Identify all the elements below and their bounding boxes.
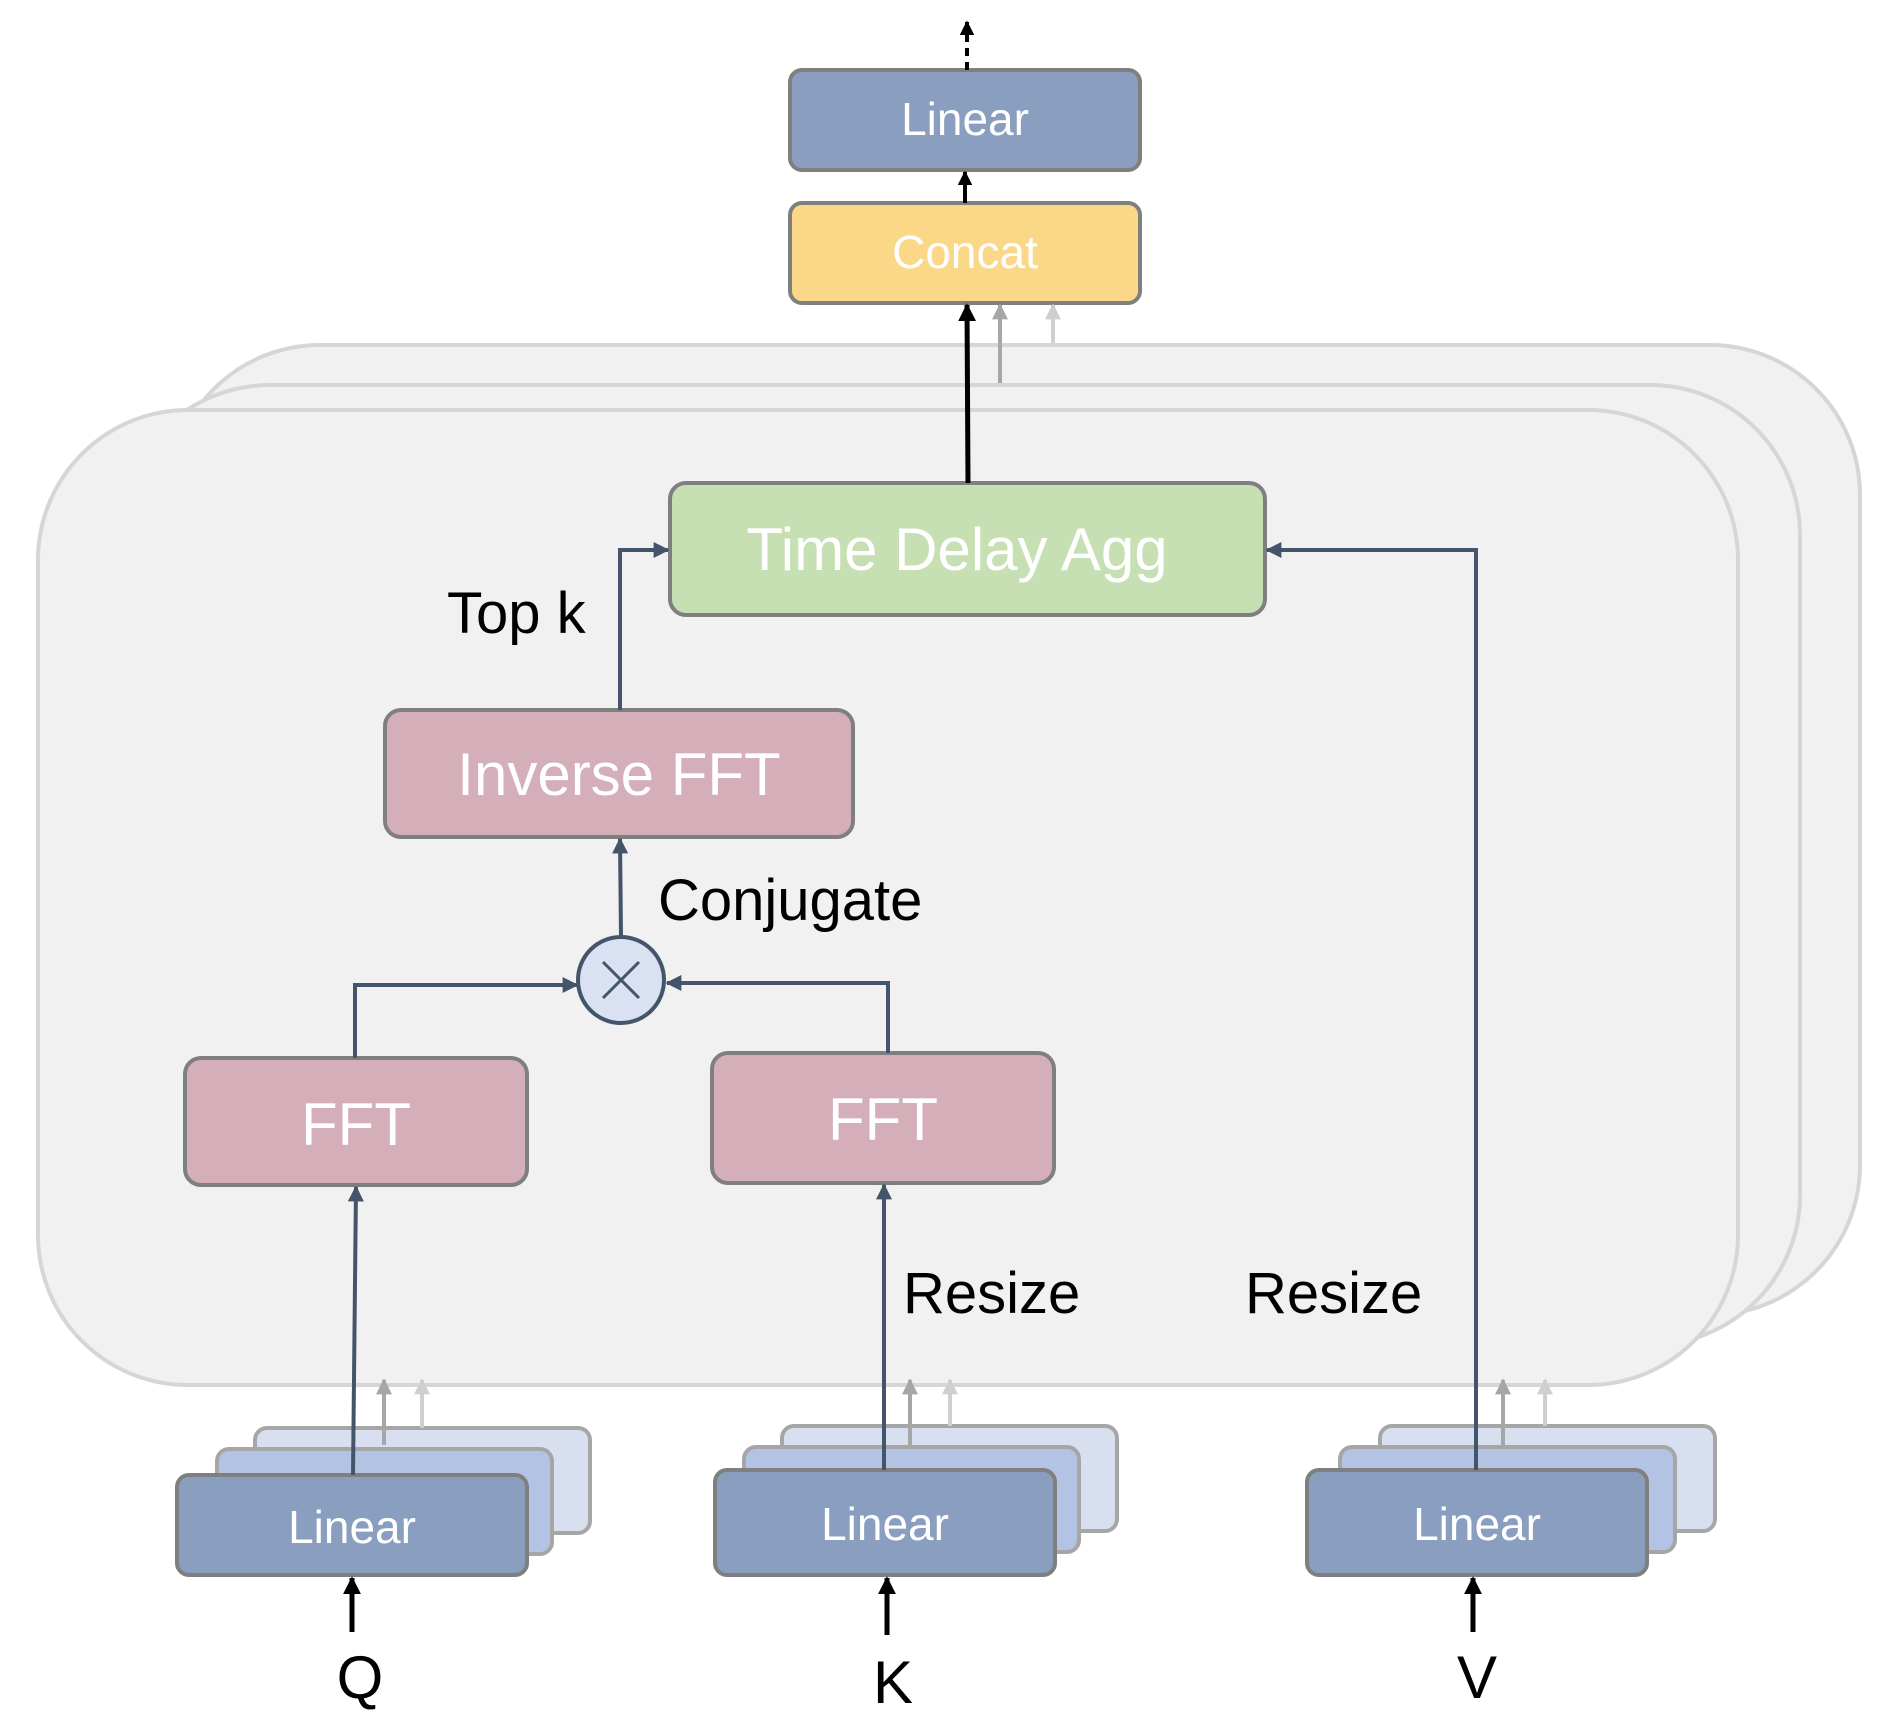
top-k-label: Top k bbox=[447, 581, 587, 646]
resize-k-label: Resize bbox=[903, 1261, 1080, 1326]
fft-k-block: FFT bbox=[710, 1051, 1056, 1185]
input-q-label: Q bbox=[337, 1644, 384, 1711]
output-linear-label: Linear bbox=[901, 93, 1029, 145]
linear-k-stack: Linear bbox=[713, 1424, 1119, 1577]
arrow-time-delay-agg-to-concat bbox=[958, 303, 977, 484]
inverse-fft-label: Inverse FFT bbox=[457, 741, 780, 808]
time-delay-agg-block: Time Delay Agg bbox=[668, 481, 1267, 617]
linear-v-label: Linear bbox=[1413, 1498, 1541, 1550]
fft-k-label: FFT bbox=[828, 1086, 938, 1153]
input-v-label: V bbox=[1457, 1644, 1497, 1711]
fft-q-label: FFT bbox=[301, 1091, 411, 1158]
time-delay-agg-label: Time Delay Agg bbox=[746, 516, 1167, 583]
conjugate-label: Conjugate bbox=[658, 868, 922, 933]
arrow-inverse-fft-to-time-delay-agg bbox=[618, 542, 670, 710]
linear-q-label: Linear bbox=[288, 1501, 416, 1553]
linear-q-ghost-arrows bbox=[376, 1378, 430, 1445]
linear-k-label: Linear bbox=[821, 1498, 949, 1550]
concat-block: Concat bbox=[788, 201, 1142, 305]
multiply-node bbox=[576, 935, 666, 1025]
arrow-linear-q-to-fft bbox=[347, 1185, 364, 1476]
linear-v-ghost-arrows bbox=[1495, 1378, 1553, 1447]
arrow-multiply-to-inverse-fft bbox=[612, 837, 629, 938]
concat-label: Concat bbox=[892, 226, 1038, 278]
arrow-fft-q-to-multiply bbox=[353, 977, 579, 1058]
inverse-fft-block: Inverse FFT bbox=[383, 708, 855, 839]
flow-arrows bbox=[347, 542, 1478, 1476]
linear-q-stack: Linear bbox=[175, 1426, 592, 1577]
linear-v-stack: Linear bbox=[1305, 1424, 1717, 1577]
input-k-label: K bbox=[873, 1649, 913, 1716]
linear-k-ghost-arrows bbox=[902, 1378, 958, 1447]
arrow-linear-v-to-time-delay-agg bbox=[1265, 542, 1478, 1470]
arrow-fft-k-to-multiply bbox=[665, 975, 890, 1053]
resize-v-label: Resize bbox=[1245, 1261, 1422, 1326]
output-linear-block: Linear bbox=[788, 68, 1142, 172]
fft-q-block: FFT bbox=[183, 1056, 529, 1187]
